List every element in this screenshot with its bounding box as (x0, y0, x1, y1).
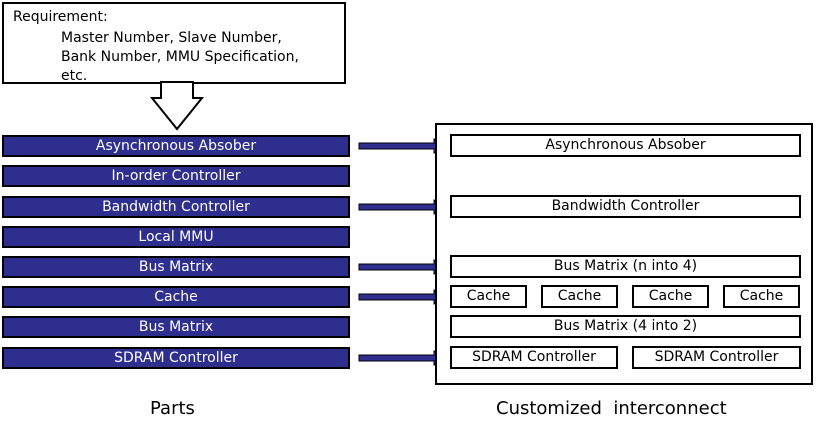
part-asynchronous-absober: Asynchronous Absober (2, 135, 350, 157)
interconnect-frame (435, 123, 813, 385)
part-in-order-controller: In-order Controller (2, 165, 350, 187)
requirement-box: Requirement: Master Number, Slave Number… (2, 2, 346, 84)
ic-sdram-controller: SDRAM Controller (450, 346, 618, 369)
ic-asynchronous-absober: Asynchronous Absober (450, 134, 801, 157)
ic-bandwidth-controller: Bandwidth Controller (450, 195, 801, 218)
caption-customized-interconnect: Customized interconnect (496, 398, 727, 419)
requirement-title: Requirement: (13, 9, 108, 25)
requirement-line: Bank Number, MMU Specification, (61, 49, 299, 65)
ic-cache: Cache (723, 285, 800, 308)
requirement-down-arrow (149, 81, 205, 131)
part-bandwidth-controller: Bandwidth Controller (2, 196, 350, 218)
part-bus-matrix: Bus Matrix (2, 256, 350, 278)
requirement-line: Master Number, Slave Number, (61, 30, 282, 46)
caption-parts: Parts (150, 398, 195, 419)
part-sdram-controller: SDRAM Controller (2, 347, 350, 369)
ic-cache: Cache (632, 285, 709, 308)
ic-bus-matrix-4-into-2: Bus Matrix (4 into 2) (450, 315, 801, 338)
part-cache: Cache (2, 286, 350, 308)
ic-cache: Cache (541, 285, 618, 308)
requirement-line: etc. (61, 68, 88, 84)
part-bus-matrix: Bus Matrix (2, 316, 350, 338)
ic-bus-matrix-n-into-4: Bus Matrix (n into 4) (450, 255, 801, 278)
part-local-mmu: Local MMU (2, 226, 350, 248)
ic-sdram-controller: SDRAM Controller (632, 346, 801, 369)
ic-cache: Cache (450, 285, 527, 308)
